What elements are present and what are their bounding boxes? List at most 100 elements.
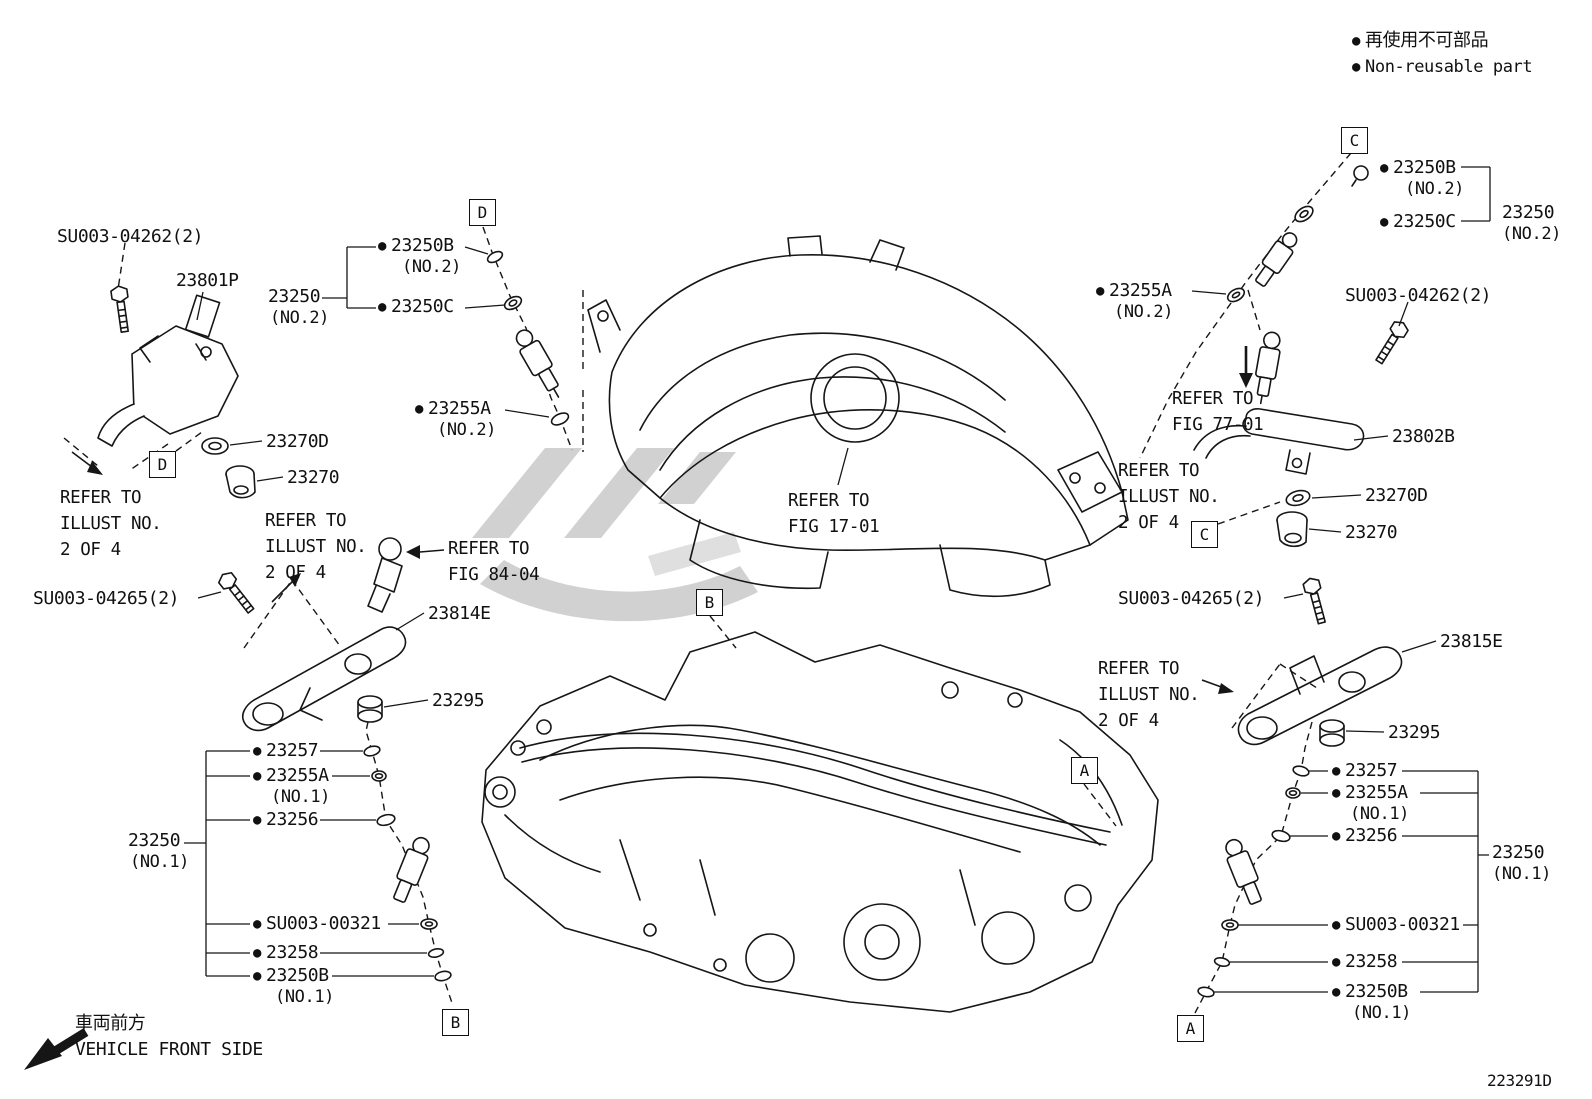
engine-block-drawing [481, 631, 1159, 1013]
part-qualifier-no1: (NO.1) [271, 787, 331, 807]
injector-set-c-drawing [1226, 165, 1369, 303]
non-reusable-icon: ● [1332, 785, 1341, 801]
part-label-23802B: 23802B [1392, 426, 1455, 447]
bolt-su003-04262-left-drawing [110, 285, 129, 333]
non-reusable-icon: ● [1332, 828, 1341, 844]
part-qualifier-no2: (NO.2) [402, 257, 462, 277]
part-label-su003-04262-left: SU003-04262(2) [57, 226, 204, 247]
legend-non-reusable-jp: ●再使用不可部品 [1352, 30, 1489, 51]
non-reusable-icon: ● [1332, 763, 1341, 779]
part-label-23815E: 23815E [1440, 631, 1503, 652]
part-label-23255A-d: ●23255A [415, 398, 491, 419]
callout-box-c-top: C [1341, 127, 1368, 154]
non-reusable-icon: ● [378, 238, 387, 254]
non-reusable-icon: ● [1352, 33, 1361, 49]
injector-chain-right-drawing [1197, 765, 1310, 998]
part-label-23250B-left: ●23250B [253, 965, 329, 986]
intake-manifold-drawing [587, 235, 1129, 598]
part-label-23256-right: ●23256 [1332, 825, 1398, 846]
part-qualifier-no2: (NO.2) [437, 420, 497, 440]
part-label-23250B-c: ●23250B [1380, 157, 1456, 178]
fuel-rail-right-drawing [1237, 646, 1403, 747]
part-qualifier-no2: (NO.2) [1405, 179, 1465, 199]
bolt-su003-04265-left-drawing [217, 571, 255, 614]
part-label-23295-left: 23295 [432, 690, 485, 711]
part-label-23250-no2-right: 23250 [1502, 202, 1555, 223]
grommet-insulator-right-drawing [1276, 489, 1311, 548]
part-qualifier-no1: (NO.1) [1492, 864, 1552, 884]
callout-box-c-bottom: C [1191, 521, 1218, 548]
non-reusable-icon: ● [253, 812, 262, 828]
callout-box-d-bottom: D [149, 451, 176, 478]
part-label-23814E: 23814E [428, 603, 491, 624]
injector-set-d-drawing [486, 250, 570, 426]
non-reusable-icon: ● [253, 945, 262, 961]
non-reusable-icon: ● [253, 768, 262, 784]
part-label-23270D-left: 23270D [266, 431, 329, 452]
non-reusable-icon: ● [1380, 160, 1389, 176]
part-label-su003-04265-left: SU003-04265(2) [33, 588, 180, 609]
part-label-23255A-left: ●23255A [253, 765, 329, 786]
part-label-23250B-right: ●23250B [1332, 981, 1408, 1002]
pipe-23802B-drawing [1193, 331, 1365, 475]
part-qualifier-no1: (NO.1) [1350, 804, 1410, 824]
part-label-23257-left: ●23257 [253, 740, 319, 761]
non-reusable-icon: ● [253, 916, 262, 932]
part-label-23257-right: ●23257 [1332, 760, 1398, 781]
callout-box-b-bottom: B [442, 1009, 469, 1036]
callout-box-a-mid: A [1071, 757, 1098, 784]
non-reusable-icon: ● [1332, 917, 1341, 933]
part-label-23250B-d: ●23250B [378, 235, 454, 256]
non-reusable-icon: ● [253, 968, 262, 984]
part-label-su003-00321-right: ●SU003-00321 [1332, 914, 1460, 935]
grommet-insulator-left-drawing [201, 437, 256, 499]
part-label-su003-00321-left: ●SU003-00321 [253, 913, 381, 934]
non-reusable-icon: ● [1352, 59, 1361, 75]
part-qualifier-no2: (NO.2) [270, 308, 330, 328]
non-reusable-icon: ● [415, 401, 424, 417]
part-label-23255A-c: ●23255A [1096, 280, 1172, 301]
non-reusable-icon: ● [1332, 984, 1341, 1000]
non-reusable-icon: ● [253, 743, 262, 759]
part-label-23250C-d: ●23250C [378, 296, 454, 317]
part-label-su003-04262-right: SU003-04262(2) [1345, 285, 1492, 306]
watermark [472, 448, 758, 622]
callout-box-a-bottom: A [1177, 1015, 1204, 1042]
part-qualifier-no1: (NO.1) [275, 987, 335, 1007]
non-reusable-icon: ● [1096, 283, 1105, 299]
part-label-23258-right: ●23258 [1332, 951, 1398, 972]
part-label-23250C-c: ●23250C [1380, 211, 1456, 232]
part-label-23256-left: ●23256 [253, 809, 319, 830]
part-label-23250-no2-left: 23250 [268, 286, 321, 307]
non-reusable-icon: ● [1332, 954, 1341, 970]
non-reusable-icon: ● [378, 299, 387, 315]
vehicle-front-label-jp: 車両前方 [75, 1013, 146, 1034]
part-label-23250-no1-left: 23250 [128, 830, 181, 851]
part-label-23295-right: 23295 [1388, 722, 1441, 743]
bolt-su003-04262-right-drawing [1375, 321, 1409, 365]
callout-box-b-mid: B [696, 589, 723, 616]
bolt-su003-04265-right-drawing [1302, 577, 1326, 625]
non-reusable-icon: ● [1380, 214, 1389, 230]
pump-23801P-drawing [97, 294, 239, 447]
arrows [24, 346, 1253, 1070]
leader-lines [184, 166, 1491, 993]
vehicle-front-label-en: VEHICLE FRONT SIDE [75, 1039, 263, 1060]
part-qualifier-no2: (NO.2) [1114, 302, 1174, 322]
part-label-23258-left: ●23258 [253, 942, 319, 963]
callout-box-d-top: D [469, 199, 496, 226]
part-qualifier-no1: (NO.1) [130, 852, 190, 872]
part-qualifier-no2: (NO.2) [1502, 224, 1562, 244]
fuel-rail-left-drawing [241, 537, 407, 732]
injector-chain-left-drawing [363, 745, 452, 982]
part-label-23255A-right: ●23255A [1332, 782, 1408, 803]
